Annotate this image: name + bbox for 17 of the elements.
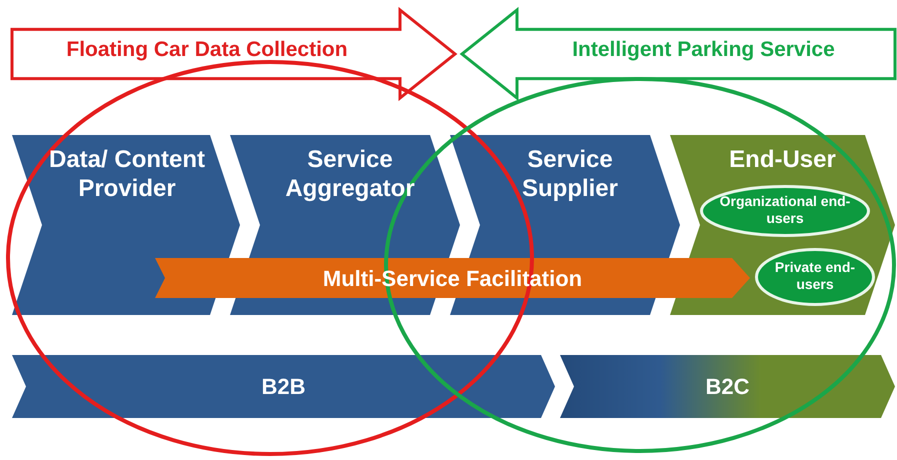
node-label: Intelligent Parking Service bbox=[571, 37, 836, 63]
node-label: Private end-users bbox=[774, 259, 856, 294]
ellipse-shape bbox=[755, 248, 875, 306]
chevron-bar bbox=[12, 355, 555, 418]
chevron-shape bbox=[670, 135, 895, 315]
ellipse-shape bbox=[700, 185, 870, 237]
node-label: End-User bbox=[728, 145, 837, 174]
node-label: Organizational end-users bbox=[718, 193, 852, 228]
node-label: Data/ Content Provider bbox=[48, 145, 206, 204]
node-label: B2C bbox=[704, 374, 750, 401]
chevron-bar bbox=[560, 355, 895, 418]
node-label: Service Aggregator bbox=[284, 145, 416, 204]
node-label: Floating Car Data Collection bbox=[65, 37, 349, 63]
arrow-bar bbox=[155, 258, 750, 298]
chevron-shape bbox=[12, 135, 240, 315]
node-label: B2B bbox=[260, 374, 306, 401]
node-label: Service Supplier bbox=[520, 145, 619, 204]
